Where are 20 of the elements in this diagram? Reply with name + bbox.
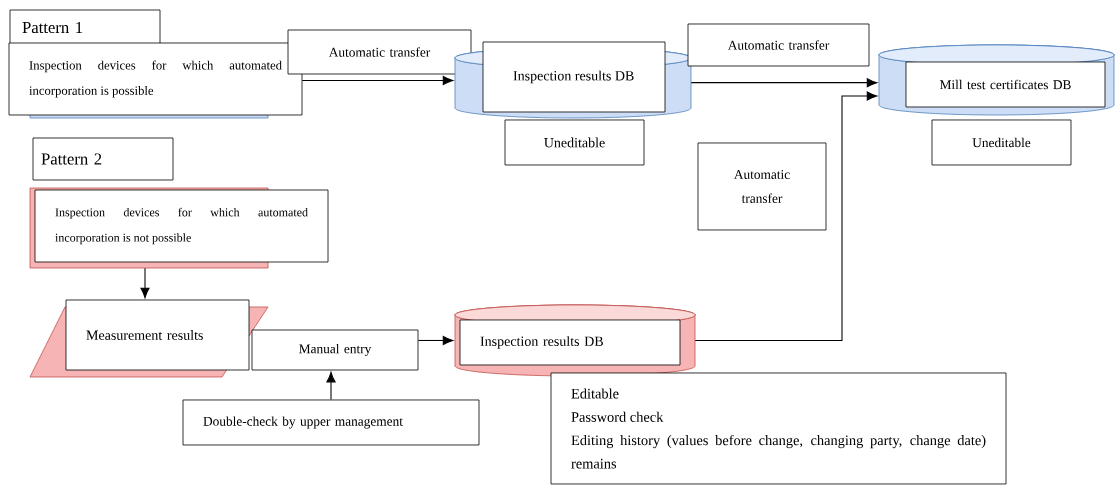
text-box: Automatic transfer <box>287 29 472 75</box>
text-box: Manual entry <box>251 329 419 371</box>
text-box: Measurement results <box>65 299 250 371</box>
text-box: Uneditable <box>931 119 1072 166</box>
text-box: Automatic transfer <box>687 23 870 67</box>
text-box: Inspection results DB <box>459 319 681 366</box>
arrow <box>301 75 454 86</box>
arrow <box>694 91 878 341</box>
text-box: Uneditable <box>504 119 645 166</box>
text-box: Automatic transfer <box>697 142 827 231</box>
arrow <box>326 371 336 401</box>
text-box: Inspection results DB <box>482 41 666 113</box>
text-box: Double-check by upper management <box>182 399 480 446</box>
text-box: Inspection devices for which automated incorporation is not possible <box>34 189 329 263</box>
text-box: Pattern 2 <box>32 137 174 181</box>
text-box: Editable Password check Editing history (values before change, changing party, change date) remains <box>550 372 1007 485</box>
arrow <box>140 267 150 299</box>
arrow <box>690 78 878 88</box>
text-box: Mill test certificates DB <box>905 61 1106 108</box>
arrow <box>417 335 454 346</box>
